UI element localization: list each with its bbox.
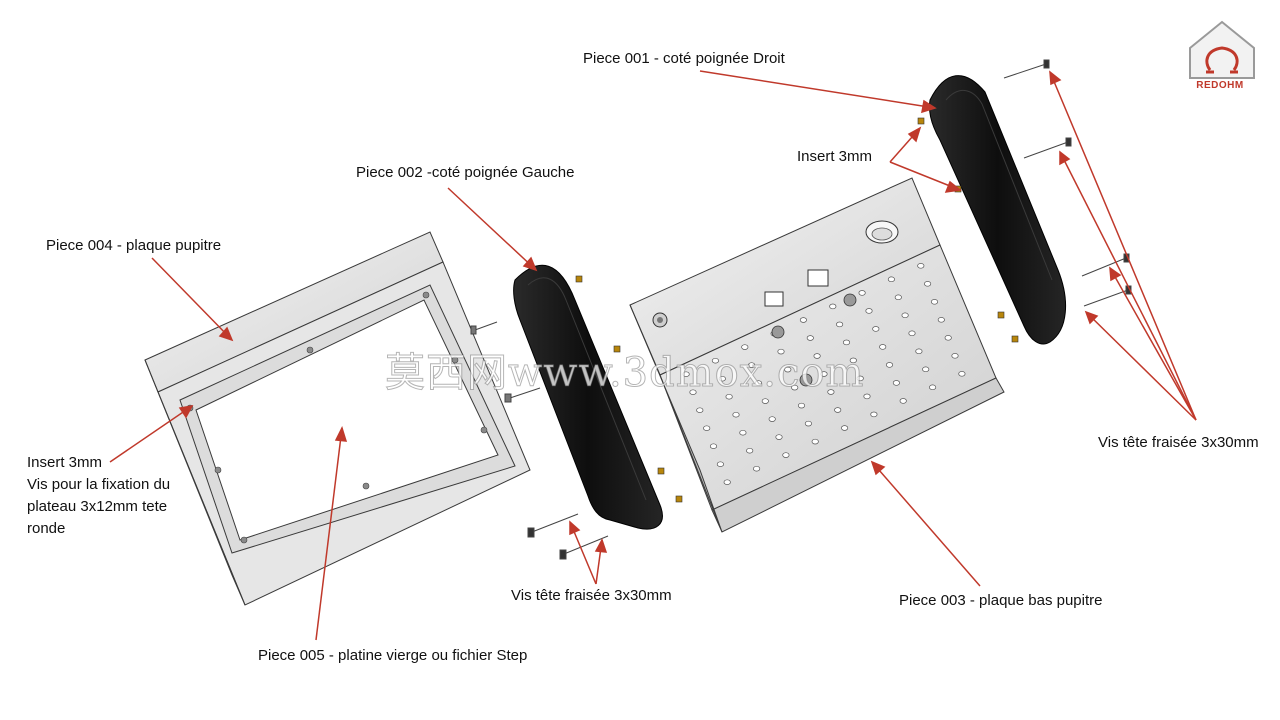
screws-left (470, 321, 609, 560)
perforation-hole (739, 429, 747, 436)
perforation-hole (797, 402, 806, 409)
leader-lines (109, 70, 1197, 641)
perforation-hole (865, 308, 873, 314)
label-piece-001: Piece 001 - coté poignée Droit (583, 50, 785, 67)
label-insert-left-line: ronde (27, 520, 66, 537)
perforation-hole (784, 366, 792, 373)
perforation-hole (732, 411, 740, 418)
perforation-hole (725, 393, 733, 400)
perforation-hole (682, 371, 690, 377)
perforation-hole (885, 362, 894, 368)
perforation-hole (716, 461, 724, 467)
label-piece-002: Piece 002 -coté poignée Gauche (356, 164, 575, 181)
perforation-hole (849, 357, 857, 364)
label-piece-004: Piece 004 - plaque pupitre (46, 237, 222, 254)
perforation-hole (748, 362, 756, 368)
perforation-hole (930, 299, 939, 305)
piece-004-plaque-pupitre (144, 231, 531, 606)
perforation-hole (811, 438, 819, 445)
perforation-hole (917, 263, 925, 269)
perforation-hole (836, 321, 844, 328)
redohm-logo-icon (1189, 20, 1255, 79)
perforation-hole (741, 344, 749, 350)
perforation-hole (703, 425, 711, 431)
perforation-hole (791, 384, 799, 391)
label-insert-left-line: Insert 3mm (27, 454, 103, 471)
perforation-hole (951, 353, 959, 359)
perforation-hole (915, 348, 923, 355)
perforation-hole (718, 375, 726, 382)
perforation-hole (901, 312, 909, 319)
piece-001-handle-right (917, 75, 1067, 345)
perforation-hole (820, 371, 828, 377)
perforation-hole (711, 357, 719, 364)
perforation-hole (804, 420, 812, 427)
label-insert-left: Insert 3mm Vis pour la fixation du plate… (27, 452, 207, 540)
perforation-hole (689, 389, 697, 395)
piece-002-handle-left (513, 264, 683, 530)
label-insert-right: Insert 3mm (797, 148, 873, 165)
perforation-hole (858, 290, 866, 296)
perforation-hole (768, 416, 776, 422)
perforation-hole (806, 335, 814, 341)
perforation-hole (696, 407, 704, 413)
label-piece-003: Piece 003 - plaque bas pupitre (899, 592, 1103, 609)
perforation-hole (872, 326, 880, 332)
piece-003-plaque-bas-pupitre (629, 177, 1005, 533)
perforation-hole (827, 389, 835, 395)
label-piece-005: Piece 005 - platine vierge ou fichier St… (258, 647, 528, 664)
perforation-hole (842, 339, 851, 346)
screws-right (1003, 59, 1132, 307)
perforation-hole (834, 407, 842, 413)
perforation-hole (723, 479, 731, 485)
watermark: 莫西网www.3dmox.com (384, 350, 865, 397)
perforation-hole (887, 276, 895, 283)
perforation-hole (908, 330, 916, 337)
perforation-hole (929, 384, 937, 391)
label-screws-bottom: Vis tête fraisée 3x30mm (511, 587, 672, 604)
perforation-hole (870, 411, 878, 418)
perforation-hole (829, 303, 837, 310)
perforation-hole (746, 447, 754, 454)
perforation-hole (924, 281, 932, 287)
perforation-hole (709, 443, 718, 449)
perforation-hole (775, 434, 783, 440)
perforation-hole (782, 452, 790, 458)
perforation-hole (841, 425, 849, 431)
label-insert-left-line: plateau 3x12mm tete (27, 498, 168, 515)
perforation-hole (944, 335, 952, 341)
label-screws-right: Vis tête fraisée 3x30mm (1098, 434, 1259, 451)
perforation-hole (856, 375, 864, 382)
perforation-hole (894, 294, 902, 301)
perforation-hole (922, 366, 930, 373)
perforation-hole (899, 398, 907, 404)
perforation-hole (777, 348, 785, 355)
perforation-hole (879, 344, 887, 350)
perforation-hole (937, 317, 945, 323)
perforation-hole (813, 353, 821, 359)
perforation-hole (958, 371, 966, 377)
perforation-hole (761, 398, 769, 404)
label-insert-left-line: Vis pour la fixation du (27, 476, 171, 493)
perforation-hole (799, 317, 807, 323)
perforation-hole (754, 380, 763, 386)
perforation-hole (863, 393, 871, 400)
perforation-hole (753, 465, 761, 472)
perforation-hole (892, 380, 900, 386)
logo-text: REDOHM (1196, 80, 1244, 91)
